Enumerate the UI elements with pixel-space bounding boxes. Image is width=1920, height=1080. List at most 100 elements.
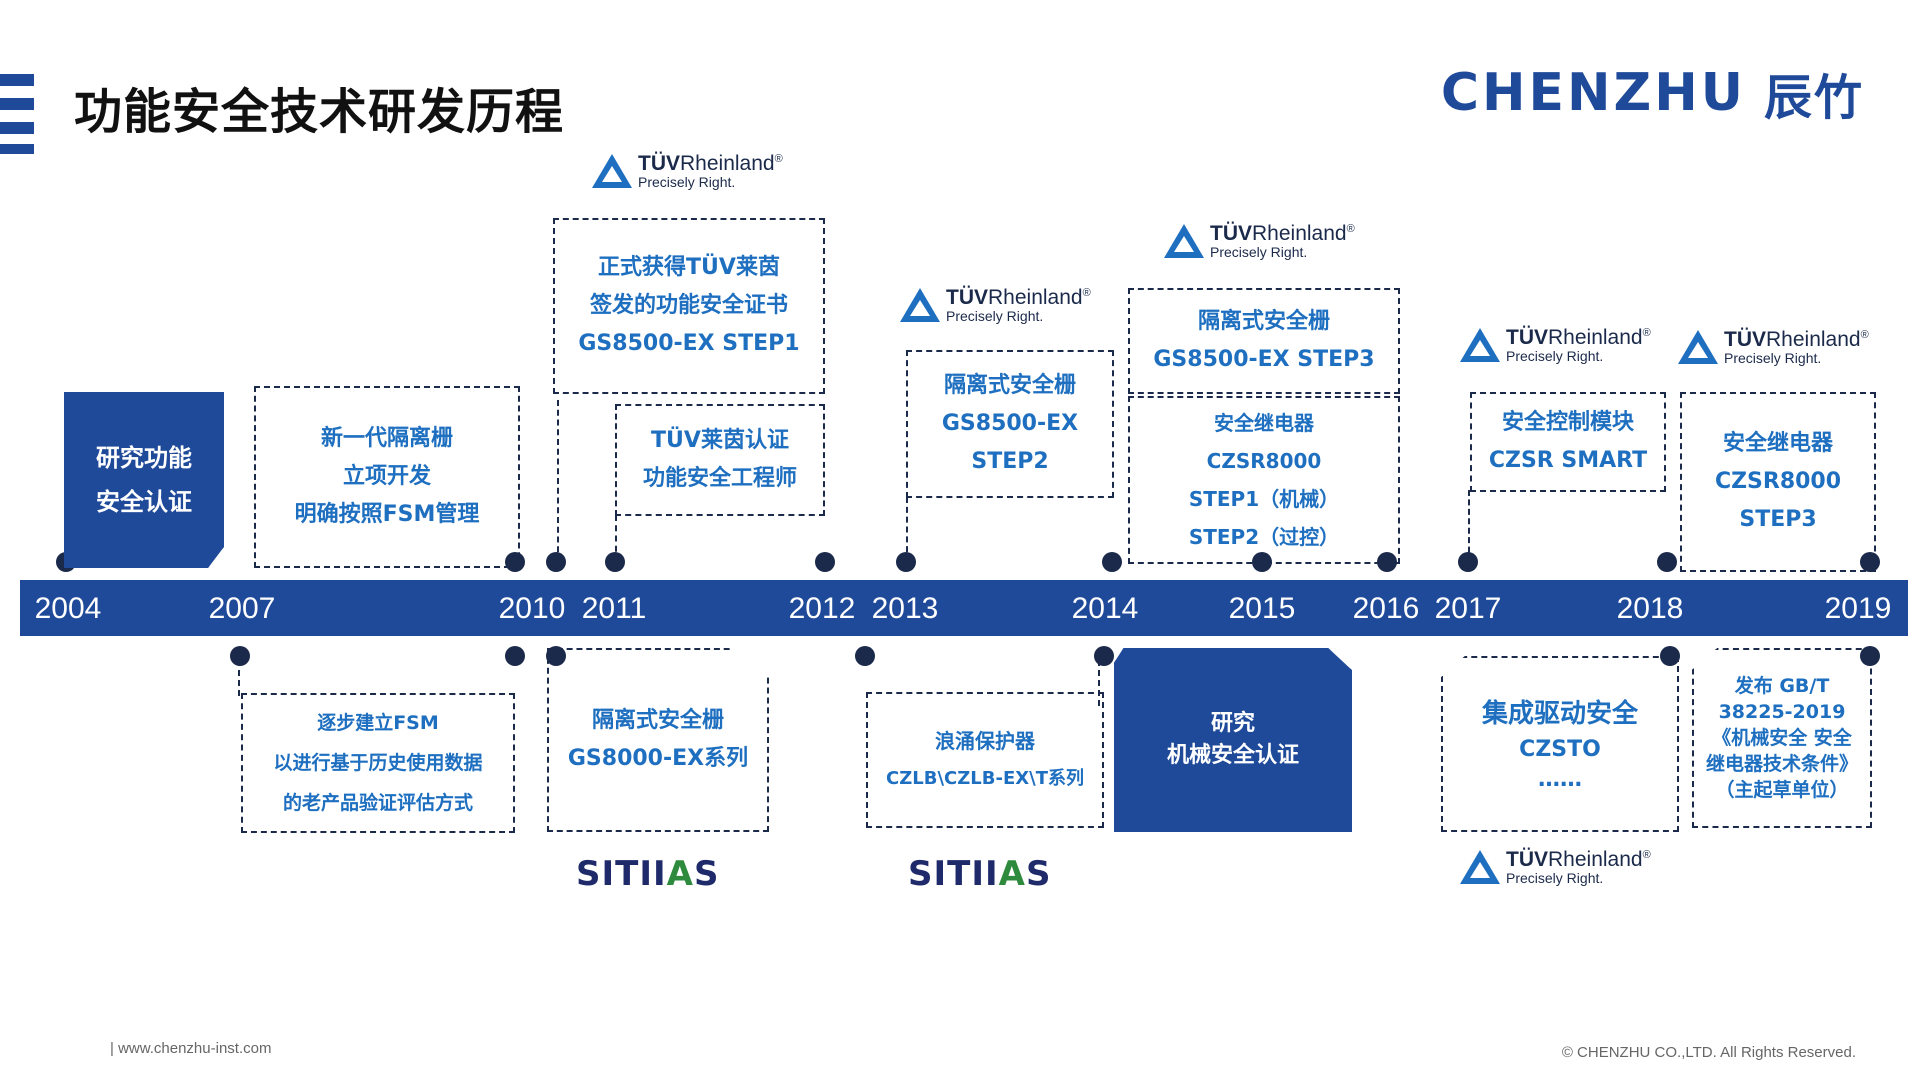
event-line: 以进行基于历史使用数据 [273, 752, 483, 774]
event-line: 隔离式安全栅 [1197, 309, 1330, 334]
event-line: 发布 GB/T [1734, 675, 1830, 697]
event-line: 正式获得TÜV莱茵 [598, 255, 780, 280]
event-box-2011: TÜV莱茵认证 功能安全工程师 [615, 404, 825, 516]
event-box-2007-fsm: 逐步建立FSM 以进行基于历史使用数据 的老产品验证评估方式 [241, 693, 515, 833]
year-label-2016: 2016 [1352, 592, 1420, 625]
timeline-dot [896, 552, 916, 572]
event-line: 38225-2019 [1718, 701, 1846, 723]
event-line: 新一代隔离栅 [320, 426, 453, 451]
event-line: CZSR8000 [1206, 449, 1322, 473]
sitiias-logo: SITIIAS [908, 854, 1052, 894]
event-line: （主起草单位） [1715, 779, 1849, 801]
timeline-dot [855, 646, 875, 666]
event-box-2018: 安全继电器 CZSR8000 STEP3 [1680, 392, 1876, 572]
event-line: 功能安全工程师 [642, 466, 797, 491]
timeline-dot [815, 552, 835, 572]
timeline-dot [505, 646, 525, 666]
timeline-dot [605, 552, 625, 572]
event-line: STEP2 [971, 449, 1049, 474]
tuv-triangle-icon [1164, 224, 1204, 259]
connector-line [615, 515, 617, 562]
event-box-2010-gs8000: 隔离式安全栅 GS8000-EX系列 [547, 648, 769, 832]
event-line: 立项开发 [342, 464, 431, 489]
logo-english: CHENZHU [1440, 63, 1746, 123]
tuv-logo: TÜVRheinland®Precisely Right. [1460, 848, 1651, 886]
year-label-2010: 2010 [498, 592, 566, 625]
timeline-dot [1657, 552, 1677, 572]
event-line: GS8000-EX系列 [567, 746, 749, 771]
event-line: STEP2（过控） [1188, 525, 1340, 549]
event-line: 机械安全认证 [1166, 743, 1299, 768]
event-box-2017-czsto: 集成驱动安全 CZSTO …… [1441, 656, 1679, 832]
event-line: 《机械安全 安全 [1712, 727, 1852, 749]
event-line: 安全认证 [96, 488, 192, 516]
event-box-2014-machine: 研究 机械安全认证 [1114, 648, 1352, 832]
year-label-2007: 2007 [208, 592, 276, 625]
event-line: 明确按照FSM管理 [294, 502, 480, 527]
timeline-band [20, 580, 1908, 636]
event-line: 的老产品验证评估方式 [282, 792, 473, 814]
year-label-2013: 2013 [871, 592, 939, 625]
year-label-2018: 2018 [1616, 592, 1684, 625]
tuv-logo: TÜVRheinland®Precisely Right. [900, 286, 1091, 324]
tuv-logo: TÜVRheinland®Precisely Right. [1164, 222, 1355, 260]
connector-line [1468, 490, 1470, 562]
event-line: 研究 [1210, 711, 1255, 736]
company-logo: CHENZHU 辰竹 [1441, 58, 1864, 128]
tuv-triangle-icon [1460, 850, 1500, 885]
tuv-logo: TÜVRheinland®Precisely Right. [592, 152, 783, 190]
tuv-triangle-icon [900, 288, 940, 323]
year-label-2011: 2011 [581, 592, 647, 625]
timeline-dot [1094, 646, 1114, 666]
page-title: 功能安全技术研发历程 [74, 84, 565, 140]
tuv-logo: TÜVRheinland®Precisely Right. [1460, 326, 1651, 364]
event-line: 研究功能 [96, 444, 192, 472]
event-line: 隔离式安全栅 [943, 373, 1076, 398]
event-line: CZSTO [1519, 737, 1601, 762]
connector-line [906, 497, 908, 562]
event-box-2017: 安全控制模块 CZSR SMART [1470, 392, 1666, 492]
year-label-2015: 2015 [1228, 592, 1296, 625]
event-box-2010: 正式获得TÜV莱茵 签发的功能安全证书 GS8500-EX STEP1 [553, 218, 825, 394]
tuv-triangle-icon [1460, 328, 1500, 363]
event-line: 安全继电器 [1722, 431, 1833, 456]
event-line: GS8500-EX [941, 411, 1079, 436]
timeline-dot [1102, 552, 1122, 572]
footer-copyright: © CHENZHU CO.,LTD. All Rights Reserved. [1561, 1044, 1856, 1061]
year-label-2014: 2014 [1071, 592, 1139, 625]
event-line: 签发的功能安全证书 [589, 293, 788, 318]
event-line: …… [1538, 767, 1582, 792]
event-box-2007: 新一代隔离栅 立项开发 明确按照FSM管理 [254, 386, 520, 568]
event-line: CZLB\CZLB-EX\T系列 [886, 768, 1084, 789]
sitiias-logo: SITIIAS [576, 854, 720, 894]
timeline-dot [1458, 552, 1478, 572]
footer-website[interactable]: | www.chenzhu-inst.com [110, 1040, 272, 1057]
connector-line [238, 660, 240, 696]
timeline-dot [546, 552, 566, 572]
accent-bars [0, 74, 34, 154]
event-box-2004: 研究功能 安全认证 [64, 392, 224, 568]
connector-line [1098, 660, 1100, 706]
event-line: 逐步建立FSM [317, 712, 439, 734]
event-line: STEP3 [1739, 507, 1817, 532]
event-box-2014-gs8500: 隔离式安全栅 GS8500-EX STEP3 [1128, 288, 1400, 394]
tuv-triangle-icon [1678, 330, 1718, 365]
tuv-triangle-icon [592, 154, 632, 189]
event-line: 浪涌保护器 [935, 729, 1035, 753]
event-line: CZSR8000 [1714, 469, 1842, 494]
event-line: TÜV莱茵认证 [651, 428, 789, 453]
event-line: STEP1（机械） [1188, 487, 1340, 511]
event-line: 集成驱动安全 [1481, 699, 1638, 729]
year-label-2012: 2012 [788, 592, 856, 625]
event-line: 隔离式安全栅 [591, 708, 724, 733]
event-line: 安全继电器 [1214, 411, 1314, 435]
tuv-logo: TÜVRheinland®Precisely Right. [1678, 328, 1869, 366]
year-label-2019: 2019 [1824, 592, 1892, 625]
event-box-2013-surge: 浪涌保护器 CZLB\CZLB-EX\T系列 [866, 692, 1104, 828]
year-label-2017: 2017 [1434, 592, 1502, 625]
logo-chinese: 辰竹 [1763, 70, 1864, 126]
event-line: CZSR SMART [1488, 448, 1648, 473]
event-line: 安全控制模块 [1501, 410, 1634, 435]
event-line: GS8500-EX STEP3 [1153, 347, 1375, 372]
connector-line [557, 400, 559, 562]
